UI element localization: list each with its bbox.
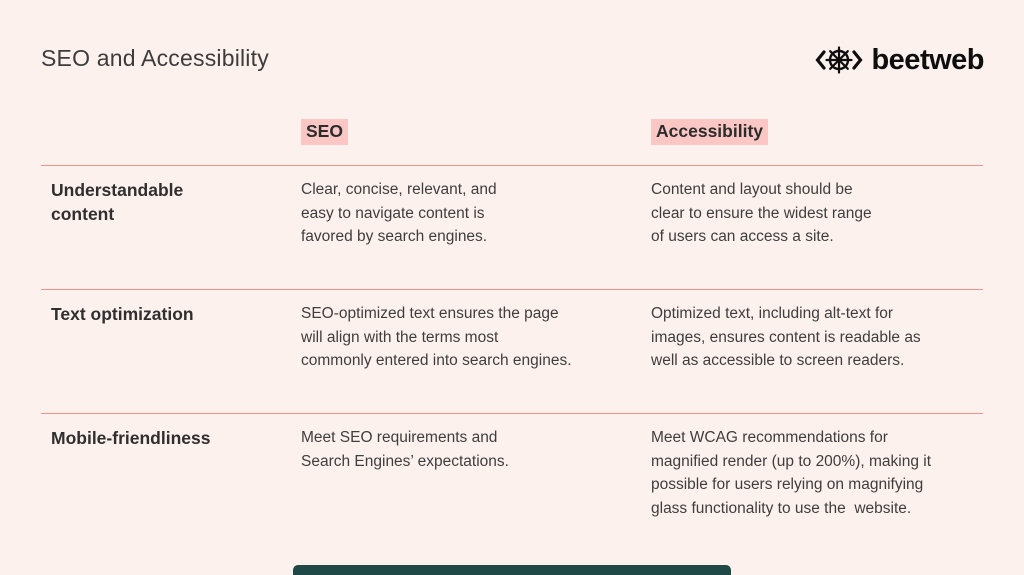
column-header-accessibility: Accessibility [651, 119, 768, 145]
header-cell-accessibility: Accessibility [651, 110, 983, 165]
seo-cell: SEO-optimized text ensures the page will… [301, 289, 651, 413]
accessibility-cell: Meet WCAG recommendations for magnified … [651, 413, 983, 534]
comparison-table: SEO Accessibility Understandable content… [41, 110, 983, 534]
page-title: SEO and Accessibility [41, 45, 269, 71]
header-cell-seo: SEO [301, 110, 651, 165]
helm-wheel-icon [815, 42, 864, 78]
header-empty-cell [41, 110, 301, 165]
brand-name: beetweb [871, 43, 984, 76]
seo-cell: Clear, concise, relevant, and easy to na… [301, 165, 651, 289]
accessibility-cell: Optimized text, including alt-text for i… [651, 289, 983, 413]
brand-logo: beetweb [815, 42, 984, 78]
row-label: Text optimization [41, 289, 301, 413]
seo-cell: Meet SEO requirements and Search Engines… [301, 413, 651, 534]
row-label: Mobile-friendliness [41, 413, 301, 534]
column-header-seo: SEO [301, 119, 348, 145]
accessibility-cell: Content and layout should be clear to en… [651, 165, 983, 289]
slide-progress-bar [293, 565, 731, 575]
row-label: Understandable content [41, 165, 301, 289]
